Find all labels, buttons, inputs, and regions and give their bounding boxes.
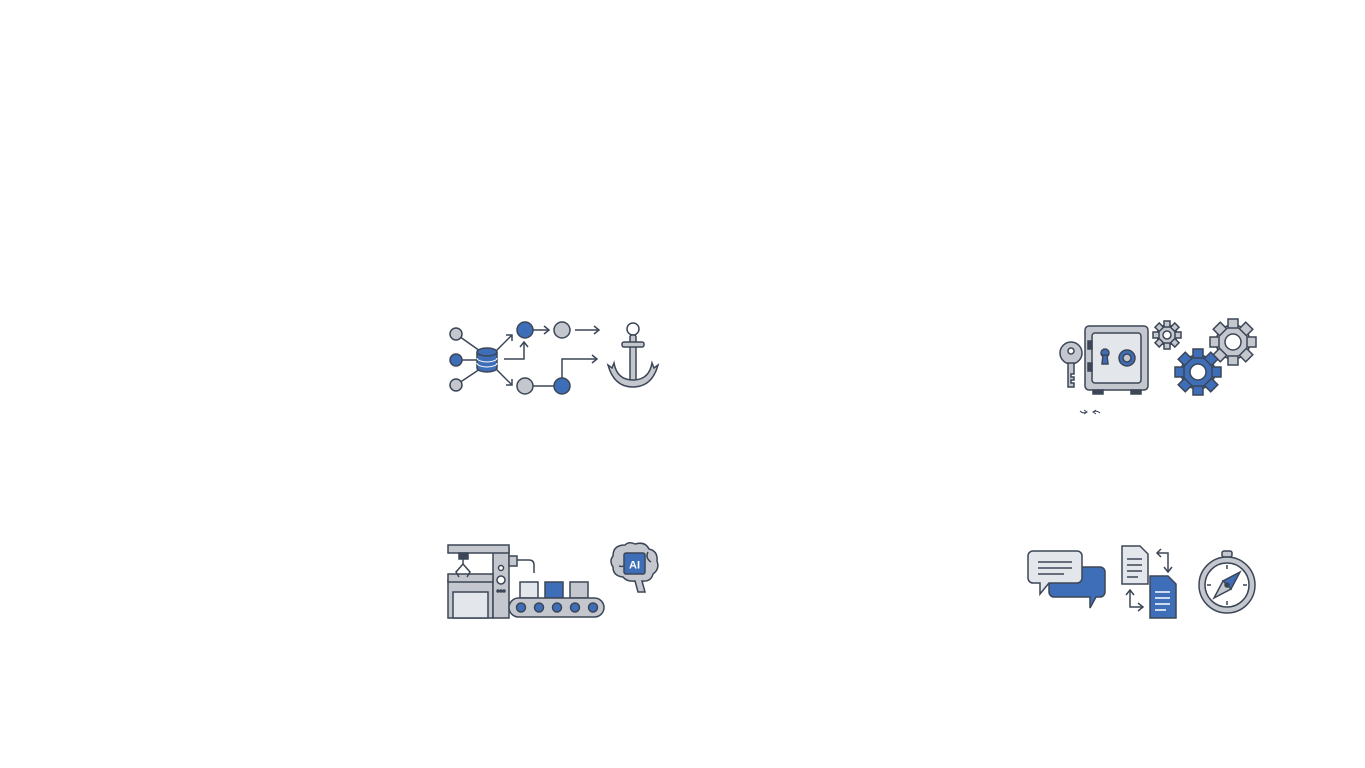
compass-icon	[1198, 550, 1256, 614]
gears-icon	[1152, 318, 1257, 396]
security-icon-group	[1055, 315, 1260, 420]
document-exchange-icon	[1121, 545, 1177, 619]
assembly-line-icon	[447, 544, 605, 619]
ai-brain-icon: AI	[610, 541, 659, 593]
data-flow-icon-group	[440, 315, 665, 395]
network-hub-icon	[449, 327, 513, 392]
safe-icon	[1084, 325, 1149, 395]
small-arrows-icon	[1079, 409, 1101, 415]
key-icon	[1059, 341, 1083, 388]
anchor-icon	[606, 322, 660, 388]
ai-chip-label: AI	[629, 560, 640, 572]
workflow-nodes-icon	[504, 321, 601, 395]
automation-icon-group: AI	[443, 540, 663, 622]
communication-icon-group	[1024, 543, 1259, 623]
chat-bubbles-icon	[1027, 550, 1106, 609]
